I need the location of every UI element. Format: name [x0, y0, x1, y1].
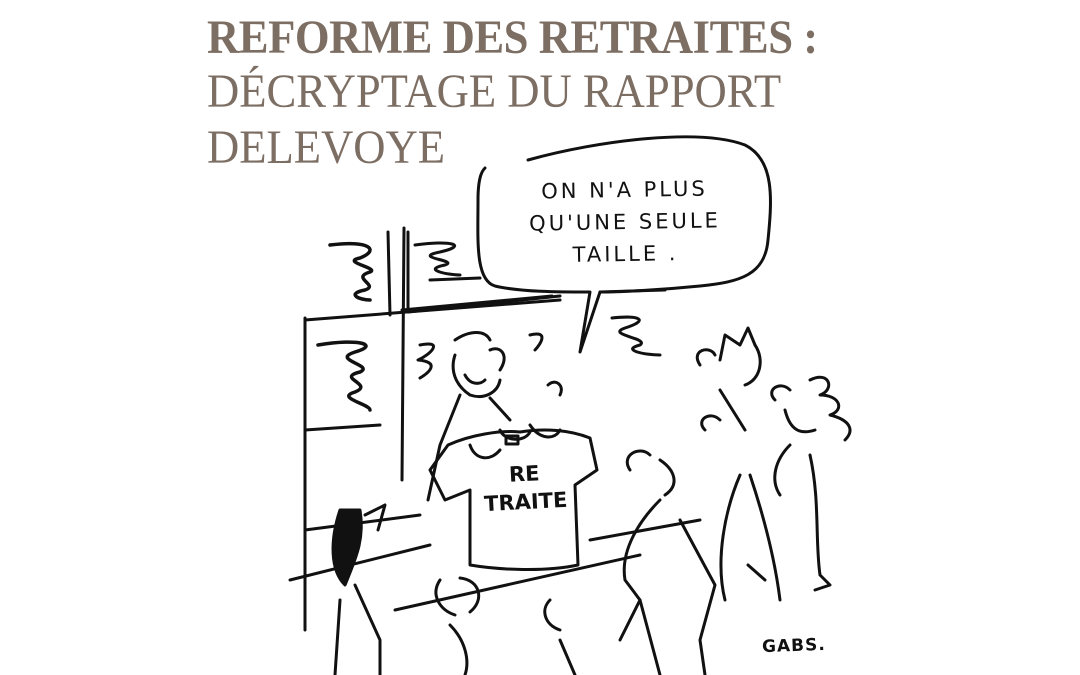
shelves — [288, 226, 702, 632]
speech-line-2: QU'UNE SEULE — [528, 208, 722, 236]
title-subline-2: DELEVOYE — [207, 121, 446, 174]
tshirt-print: RE TRAITE — [469, 457, 582, 519]
title-subline-1: DÉCRYPTAGE DU RAPPORT — [207, 65, 782, 118]
customers — [331, 326, 852, 675]
artist-signature: GABS. — [761, 634, 827, 658]
speech-bubble: ON N'A PLUS QU'UNE SEULE TAILLE . — [499, 172, 751, 272]
article-title: REFORME DES RETRAITES : DÉCRYPTAGE DU RA… — [207, 12, 864, 176]
speech-line-1: ON N'A PLUS — [541, 176, 708, 204]
shop-assistant — [426, 331, 599, 572]
title-headline: REFORME DES RETRAITES : — [207, 11, 818, 64]
tshirt-line-2: TRAITE — [483, 487, 568, 517]
speech-line-3: TAILLE . — [572, 241, 679, 267]
speech-bubble-outline — [476, 135, 772, 354]
